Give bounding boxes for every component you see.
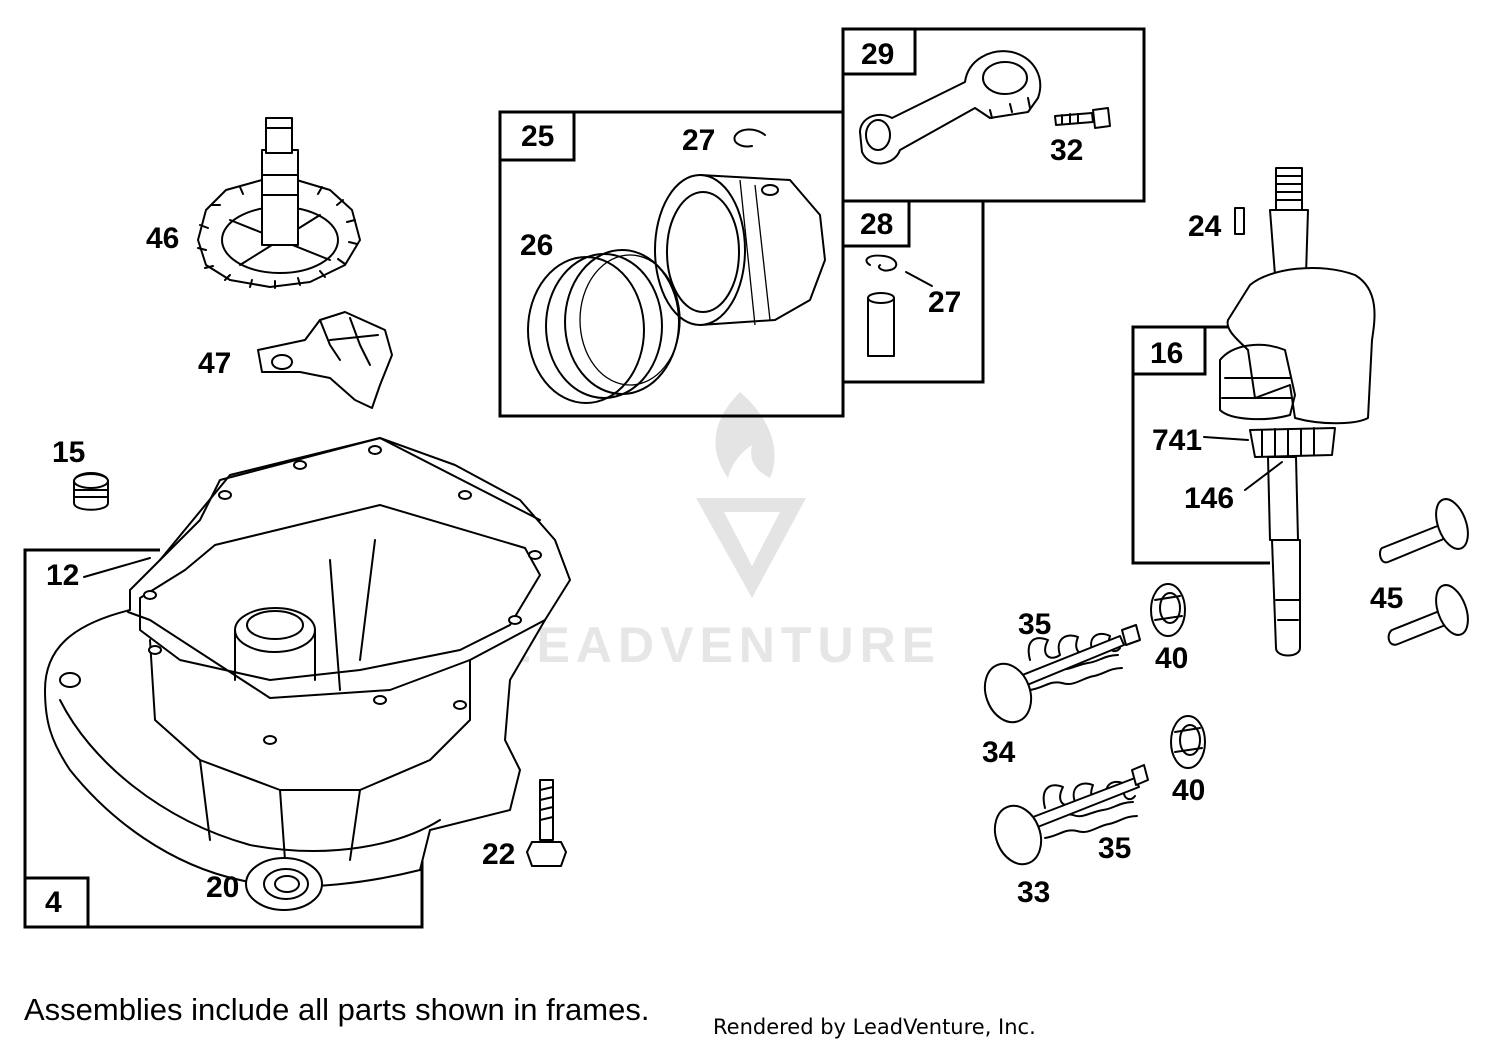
camshaft-gear-part: 46 xyxy=(146,117,361,289)
leadventure-watermark: LEADVENTURE xyxy=(500,392,941,673)
callout-label: 32 xyxy=(1050,134,1083,167)
callout-label: 27 xyxy=(928,286,961,319)
crankshaft-key-part: 24 xyxy=(1188,207,1245,243)
valve-retainer-part: 40 xyxy=(1170,715,1206,807)
callout-label: 40 xyxy=(1155,642,1188,675)
render-credit: Rendered by LeadVenture, Inc. xyxy=(713,1015,1036,1039)
callout-label: 34 xyxy=(982,736,1016,769)
oil-seal-part: 20 xyxy=(206,857,323,911)
assembly-note: Assemblies include all parts shown in fr… xyxy=(24,992,650,1027)
crankshaft-part: 741 146 xyxy=(1152,167,1376,657)
frame-crankshaft-assembly: 16 xyxy=(1131,325,1270,565)
piston-part xyxy=(654,174,826,326)
frame-crankcase-assembly: 4 xyxy=(23,548,424,929)
watermark-text: LEADVENTURE xyxy=(500,617,941,673)
intake-valve-group: 35 34 xyxy=(982,608,1141,769)
callout-label: 20 xyxy=(206,871,239,904)
callout-label: 35 xyxy=(1098,832,1131,865)
piston-pin-part: 27 xyxy=(865,254,961,357)
connecting-rod-part: 32 xyxy=(859,50,1111,167)
callout-label: 146 xyxy=(1184,482,1234,515)
exhaust-valve-group: 35 33 xyxy=(993,764,1149,909)
callout-label: 33 xyxy=(1017,876,1050,909)
frame-label: 16 xyxy=(1150,337,1183,370)
piston-clip-part: 27 xyxy=(682,124,766,157)
piston-rings-part: 26 xyxy=(520,229,681,404)
crankcase-sump-part xyxy=(44,437,571,888)
valve-lifter-part: 45 xyxy=(1370,498,1469,646)
callout-label: 40 xyxy=(1172,774,1205,807)
callout-label: 45 xyxy=(1370,582,1403,615)
frame-label: 29 xyxy=(861,38,894,71)
callout-label: 46 xyxy=(146,222,179,255)
frame-piston-assembly: 25 xyxy=(498,110,845,418)
callout-label: 47 xyxy=(198,347,231,380)
callout-label: 27 xyxy=(682,124,715,157)
callout-label: 35 xyxy=(1018,608,1051,641)
flame-logo-icon xyxy=(715,392,775,478)
v-logo-icon xyxy=(696,498,806,598)
callout-label: 22 xyxy=(482,838,515,871)
callout-label: 24 xyxy=(1188,210,1222,243)
oil-plug-part: 15 xyxy=(52,436,109,511)
frame-label: 4 xyxy=(45,886,62,919)
frame-label: 28 xyxy=(860,208,893,241)
frame-connecting-rod-assembly: 29 xyxy=(841,27,1146,203)
callout-label: 741 xyxy=(1152,424,1202,457)
callout-label: 12 xyxy=(46,559,79,592)
gasket-callout: 12 xyxy=(46,557,151,592)
frame-piston-pin-assembly: 28 xyxy=(841,199,985,384)
governor-assembly-part: 47 xyxy=(198,311,393,409)
valve-retainer-part: 40 xyxy=(1150,583,1188,675)
bolt-part: 22 xyxy=(482,779,567,871)
frame-label: 25 xyxy=(521,120,554,153)
callout-label: 26 xyxy=(520,229,553,262)
callout-label: 15 xyxy=(52,436,85,469)
